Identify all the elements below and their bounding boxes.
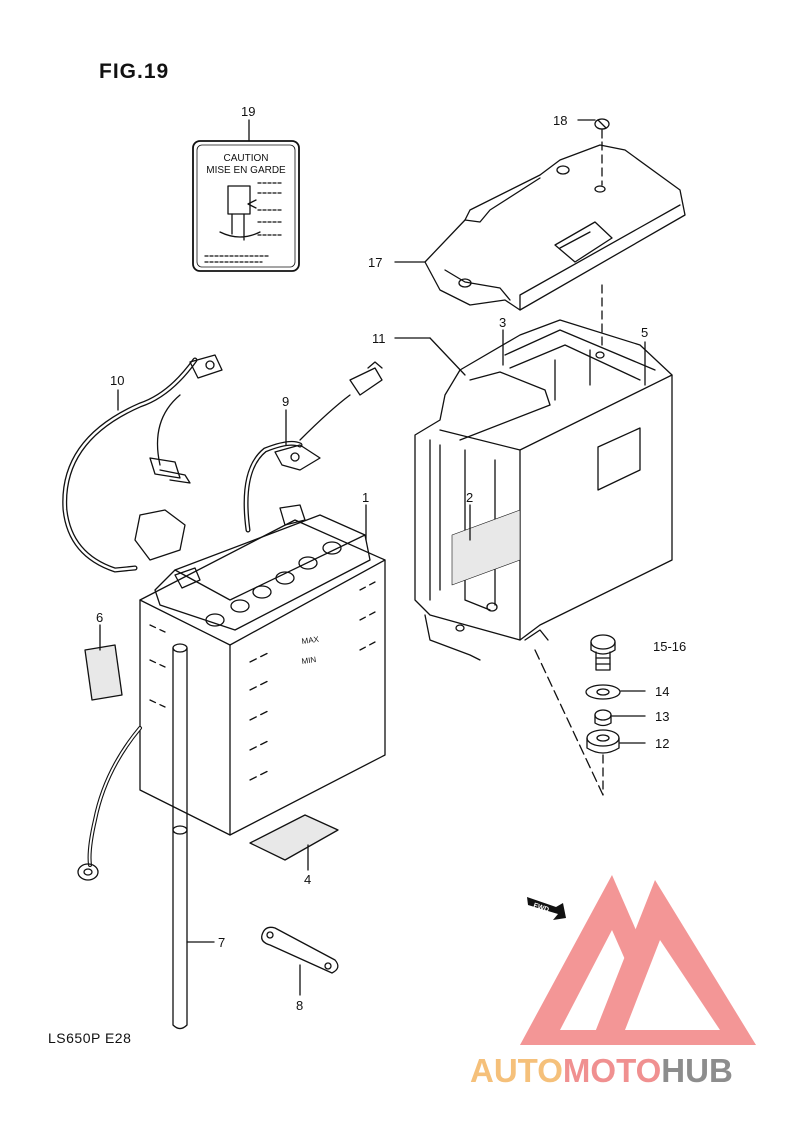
model-code: LS650P E28 [48, 1030, 132, 1046]
washer-14 [585, 684, 621, 700]
callout-6: 6 [96, 610, 103, 625]
callout-12: 12 [655, 736, 669, 751]
callout-9: 9 [282, 394, 289, 409]
battery-cover [424, 144, 686, 311]
collar-13 [594, 709, 612, 727]
callout-13: 13 [655, 709, 669, 724]
caution-label [192, 140, 300, 272]
callout-3: 3 [499, 315, 506, 330]
callout-15-16: 15-16 [653, 639, 686, 654]
brand-part-hub: HUB [661, 1052, 733, 1089]
callout-10: 10 [110, 373, 124, 388]
battery-cable-9 [243, 361, 383, 533]
caution-line1: CAUTION [224, 153, 269, 164]
callout-18: 18 [553, 113, 567, 128]
battery [139, 504, 386, 836]
callout-7: 7 [218, 935, 225, 950]
pad-4 [249, 814, 339, 861]
battery-case [414, 319, 673, 661]
battery-min-mark: MIN [301, 655, 317, 666]
watermark-brand: AUTOMOTOHUB [470, 1052, 733, 1090]
callout-11: 11 [372, 331, 386, 346]
callout-14: 14 [655, 684, 669, 699]
callout-5: 5 [641, 325, 648, 340]
callout-4: 4 [304, 872, 311, 887]
cushion-12 [586, 729, 620, 754]
callout-1: 1 [362, 490, 369, 505]
brand-part-auto: AUTO [470, 1052, 563, 1089]
forward-arrow-icon [527, 897, 566, 920]
battery-max-mark: MAX [301, 635, 320, 646]
screw-18 [594, 118, 610, 139]
bracket-8 [261, 926, 339, 974]
callout-2: 2 [466, 490, 473, 505]
callout-8: 8 [296, 998, 303, 1013]
caution-line2: MISE EN GARDE [206, 165, 286, 176]
callout-17: 17 [368, 255, 382, 270]
bolt-15-16 [590, 634, 616, 671]
battery-cable-10 [62, 354, 223, 573]
breather-tube-7 [172, 643, 188, 1030]
pad-6 [84, 644, 123, 701]
brand-part-moto: MOTO [562, 1052, 662, 1089]
watermark-logo [520, 875, 756, 1045]
figure-title: FIG.19 [99, 60, 170, 83]
ground-cable [77, 726, 142, 881]
callout-19: 19 [241, 104, 255, 119]
forward-arrow-label: FWD [532, 902, 549, 914]
